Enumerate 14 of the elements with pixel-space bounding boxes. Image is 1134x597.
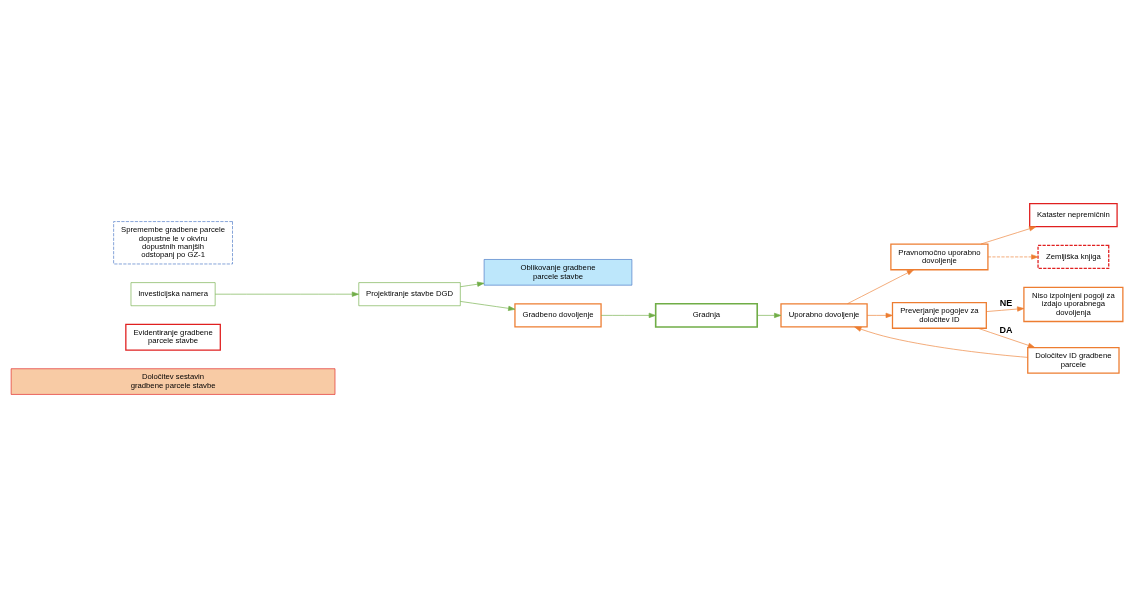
arrow xyxy=(980,225,1037,244)
arrow xyxy=(600,312,656,318)
edge-label: NE xyxy=(999,297,1013,308)
arrow xyxy=(847,269,914,304)
arrow xyxy=(987,253,1039,259)
arrow xyxy=(866,312,893,318)
edge-label: DA xyxy=(999,324,1013,335)
arrow xyxy=(977,327,1036,348)
arrow xyxy=(460,281,485,287)
arrow xyxy=(460,300,516,311)
arrow xyxy=(854,326,1028,358)
arrow xyxy=(214,291,359,297)
arrow xyxy=(986,305,1025,312)
arrow xyxy=(756,312,782,318)
